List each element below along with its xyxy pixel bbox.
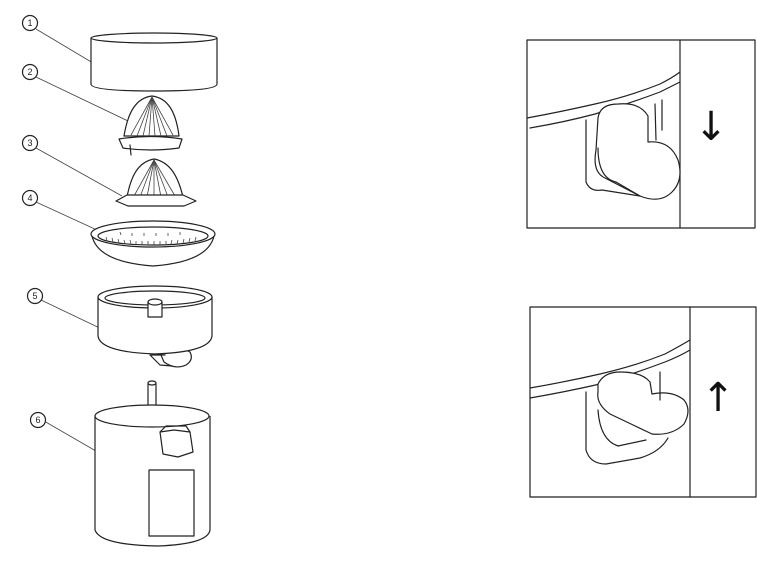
arrow-down-icon: ↓ (694, 104, 728, 150)
spout-detail-open: ↓ (527, 40, 755, 228)
svg-text:3: 3 (27, 138, 32, 148)
callout-2: 2 (23, 65, 38, 80)
arrow-up-icon: ↑ (701, 375, 735, 421)
part-small-cone (119, 96, 182, 155)
part-strainer (91, 221, 215, 266)
callout-4: 4 (23, 191, 38, 206)
svg-text:4: 4 (27, 193, 32, 203)
svg-text:1: 1 (27, 18, 32, 28)
svg-text:6: 6 (35, 415, 40, 425)
svg-text:5: 5 (32, 291, 37, 301)
callout-6: 6 (31, 413, 46, 428)
part-large-cone (116, 159, 196, 206)
spout-detail-closed: ↑ (530, 307, 756, 497)
part-juice-container (98, 286, 212, 367)
part-motor-base (95, 381, 210, 546)
svg-text:2: 2 (27, 67, 32, 77)
callout-5: 5 (28, 289, 43, 304)
callout-3: 3 (23, 136, 38, 151)
callout-1: 1 (23, 16, 38, 31)
part-cover (91, 33, 217, 91)
